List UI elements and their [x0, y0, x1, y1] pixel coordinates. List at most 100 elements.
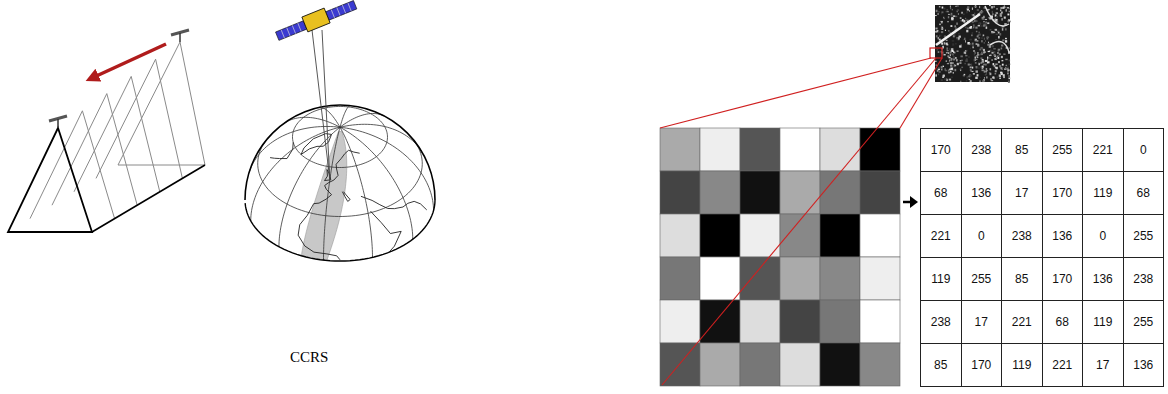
floor-edge	[118, 165, 205, 166]
image-speckle	[975, 43, 976, 45]
image-speckle	[946, 52, 948, 53]
image-speckle	[998, 32, 1000, 34]
image-speckle	[955, 27, 957, 29]
globe-figure	[245, 0, 435, 261]
image-speckle	[976, 55, 977, 56]
image-speckle	[972, 32, 974, 34]
image-speckle	[970, 44, 971, 46]
image-speckle	[948, 62, 950, 63]
table-cell: 170	[1042, 257, 1084, 301]
image-speckle	[974, 13, 975, 15]
image-speckle	[982, 36, 984, 37]
image-speckle	[983, 49, 985, 51]
pixel-square	[660, 300, 700, 343]
image-speckle	[981, 53, 983, 55]
image-speckle	[950, 65, 952, 66]
image-speckle	[938, 37, 939, 39]
image-speckle	[986, 76, 988, 78]
image-speckle	[950, 25, 952, 27]
zoom-lines	[660, 58, 942, 385]
image-speckle	[953, 60, 954, 61]
image-speckle	[953, 35, 955, 37]
image-speckle	[943, 75, 945, 77]
zoom-line	[662, 58, 936, 385]
image-speckle	[952, 43, 954, 45]
zoom-square	[930, 48, 942, 58]
image-speckle	[941, 11, 943, 13]
pixel-square	[700, 171, 740, 214]
table-cell: 119	[1082, 171, 1124, 215]
image-speckle	[977, 58, 978, 59]
image-speckle	[981, 23, 983, 25]
pixel-value: 238	[971, 143, 991, 157]
image-speckle	[983, 64, 984, 66]
table-cell: 238	[920, 300, 962, 344]
pixel-square	[700, 214, 740, 257]
image-speckle	[984, 38, 985, 40]
image-speckle	[964, 20, 965, 21]
image-speckle	[982, 60, 984, 62]
image-speckle	[994, 65, 996, 67]
table-cell: 119	[1082, 300, 1124, 344]
image-speckle	[989, 73, 991, 75]
image-speckle	[939, 39, 941, 41]
image-speckle	[990, 78, 992, 80]
image-speckle	[982, 80, 984, 82]
image-speckle	[997, 57, 999, 59]
image-speckle	[990, 49, 991, 50]
image-speckle	[956, 23, 957, 25]
image-speckle	[1004, 17, 1006, 19]
table-cell: 136	[1082, 257, 1124, 301]
image-speckle	[995, 29, 997, 30]
sensor-beam	[312, 30, 330, 180]
credit-label: CCRS	[290, 349, 328, 366]
image-speckle	[965, 27, 967, 29]
image-speckle	[956, 59, 957, 61]
image-ground	[935, 5, 1010, 82]
image-speckle	[957, 9, 959, 11]
pixel-value: 17	[1096, 358, 1109, 372]
pixel-value: 0	[1140, 143, 1147, 157]
image-speckle	[941, 42, 943, 44]
image-speckle	[964, 20, 965, 21]
image-speckle	[948, 14, 950, 15]
image-speckle	[975, 59, 977, 60]
image-speckle	[955, 57, 957, 59]
image-speckle	[999, 33, 1001, 35]
image-speckle	[982, 66, 984, 68]
image-speckle	[946, 78, 948, 80]
image-speckle	[1008, 52, 1009, 54]
satellite-icon	[171, 30, 189, 42]
image-speckle	[1008, 64, 1010, 65]
image-speckle	[944, 42, 945, 44]
arrow-shaft	[903, 201, 911, 204]
pixel-square	[780, 128, 820, 171]
table-cell: 119	[1001, 343, 1043, 387]
image-speckle	[987, 57, 988, 59]
image-speckle	[986, 73, 987, 75]
image-speckle	[952, 66, 954, 67]
image-speckle	[945, 70, 946, 72]
image-speckle	[981, 61, 982, 62]
image-speckle	[969, 27, 971, 29]
image-speckle	[985, 71, 986, 72]
image-speckle	[983, 25, 985, 26]
image-speckle	[951, 18, 953, 20]
image-speckle	[979, 23, 981, 25]
image-speckle	[992, 77, 994, 78]
image-speckle	[964, 38, 965, 40]
image-speckle	[982, 48, 984, 49]
image-speckle	[972, 14, 973, 15]
image-speckle	[949, 61, 950, 63]
image-speckle	[1000, 13, 1002, 14]
image-speckle	[983, 16, 985, 18]
table-cell: 255	[1042, 128, 1084, 172]
image-speckle	[1002, 39, 1004, 41]
image-speckle	[977, 9, 979, 11]
image-speckle	[980, 25, 982, 27]
table-cell: 238	[1123, 257, 1165, 301]
image-speckle	[983, 60, 984, 62]
coastline	[298, 204, 340, 260]
